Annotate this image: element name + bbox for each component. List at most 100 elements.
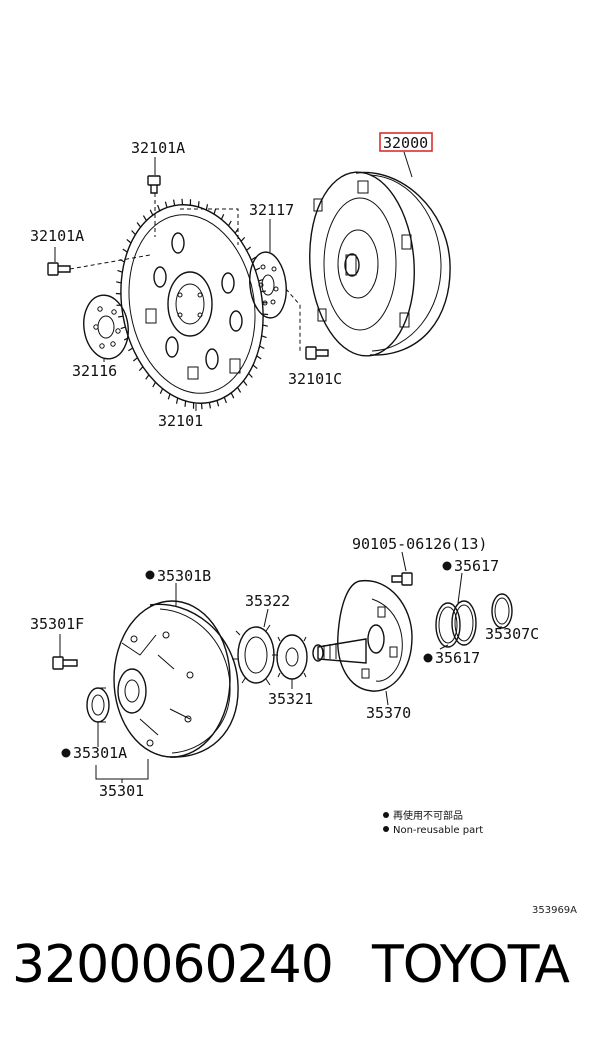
gear-tooth (240, 236, 246, 242)
oil-seal-35301A (86, 687, 110, 723)
gear-tooth (259, 345, 265, 350)
label-35617-bottom: 35617 (435, 649, 480, 667)
gear-tooth (145, 374, 150, 380)
label-35321: 35321 (268, 690, 313, 708)
gear-tooth (122, 248, 128, 253)
gear-tooth (256, 355, 262, 360)
highlight-box-32000 (379, 132, 433, 152)
legend-line-en: Non-reusable part (393, 825, 483, 836)
legend: 再使用不可部品 Non-reusable part (383, 809, 483, 836)
gear-35321 (276, 634, 308, 680)
gear-tooth (262, 324, 268, 327)
gear-35322 (232, 624, 278, 686)
gear-tooth (223, 397, 227, 404)
legend-line-cn: 再使用不可部品 (393, 809, 463, 822)
label-35370: 35370 (366, 704, 411, 722)
label-35301: 35301 (99, 782, 144, 800)
spacer-32117 (249, 251, 287, 319)
legend-dot (383, 812, 389, 818)
label-32101: 32101 (158, 412, 203, 430)
gear-tooth (220, 214, 225, 220)
bolt-90105 (391, 572, 413, 586)
gear-tooth (216, 400, 220, 407)
label-35301A: 35301A (73, 744, 127, 762)
gear-tooth (152, 381, 157, 388)
gear-tooth (250, 256, 256, 261)
non-reusable-dot (442, 561, 452, 571)
gear-tooth (116, 281, 122, 284)
gear-tooth (117, 269, 123, 273)
gear-tooth (164, 201, 168, 208)
gear-tooth (136, 222, 142, 228)
leader-line (385, 690, 389, 706)
label-32000: 32000 (383, 134, 428, 152)
gear-tooth (261, 335, 267, 339)
label-35617-top: 35617 (454, 557, 499, 575)
gear-tooth (213, 208, 217, 215)
gear-tooth (237, 387, 242, 393)
drive-plate-32101 (115, 198, 269, 410)
non-reusable-dot (145, 570, 155, 580)
gear-tooth (138, 366, 144, 372)
gear-tooth (246, 246, 251, 251)
label-35301F: 35301F (30, 615, 84, 633)
non-reusable-dot (61, 748, 71, 758)
gear-tooth (230, 392, 235, 399)
gear-tooth (159, 388, 164, 394)
label-35307C: 35307C (485, 625, 539, 643)
gear-tooth (118, 315, 124, 318)
gear-tooth (242, 380, 248, 386)
gear-tooth (227, 220, 232, 227)
bolt-32101A-left (47, 262, 71, 276)
label-32101A-left: 32101A (30, 227, 84, 245)
figure-code: 353969A (532, 905, 577, 916)
guide-line (285, 288, 301, 351)
footer: 3200060240 TOYOTA (0, 935, 600, 1015)
label-32116: 32116 (72, 362, 117, 380)
gear-tooth (149, 209, 154, 216)
leader-line (457, 572, 463, 604)
seal-rings-35617 (435, 600, 477, 648)
gear-tooth (133, 357, 138, 362)
gear-tooth (181, 198, 184, 205)
bolt-32101C (305, 346, 329, 360)
legend-dot (383, 826, 389, 832)
gear-tooth (126, 238, 132, 244)
gear-tooth (167, 393, 171, 400)
stator-shaft-35370 (312, 580, 413, 692)
gear-tooth (248, 372, 253, 378)
gear-tooth (200, 403, 203, 410)
label-35322: 35322 (245, 592, 290, 610)
leader-line (403, 151, 413, 178)
oil-pump-body-35301 (113, 600, 239, 758)
label-35301B: 35301B (157, 567, 211, 585)
torque-converter-32000 (309, 171, 451, 357)
gear-tooth (184, 400, 187, 407)
gear-tooth (197, 201, 200, 208)
spacer-32116 (83, 294, 129, 360)
gear-tooth (255, 267, 261, 271)
gear-tooth (128, 347, 134, 352)
gear-tooth (175, 397, 179, 404)
leader-line (439, 644, 449, 650)
label-32101A-top: 32101A (131, 139, 185, 157)
bracket-35301 (95, 759, 149, 780)
gear-tooth (142, 215, 147, 221)
non-reusable-dot (423, 653, 433, 663)
gear-tooth (173, 199, 176, 206)
part-number: 3200060240 (12, 935, 334, 995)
guide-line (180, 208, 239, 245)
leader-line (401, 551, 407, 572)
gear-tooth (252, 364, 258, 370)
ring-35307C (491, 593, 513, 629)
gear-tooth (208, 402, 211, 409)
label-32101C: 32101C (288, 370, 342, 388)
guide-line (69, 254, 151, 270)
bolt-35301F (52, 656, 78, 670)
gear-tooth (205, 204, 209, 211)
label-32117: 32117 (249, 201, 294, 219)
gear-tooth (120, 326, 126, 330)
gear-tooth (157, 204, 161, 211)
leader-line (263, 608, 269, 628)
